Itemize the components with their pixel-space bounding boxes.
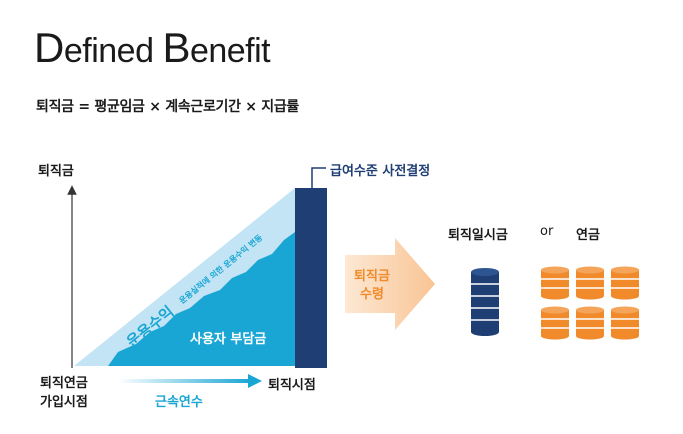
- or-label: or: [540, 224, 554, 239]
- x-arrow-head: [248, 374, 262, 388]
- benefit-bar: [295, 188, 327, 368]
- x-end-label: 퇴직시점: [268, 378, 316, 393]
- x-start-label-line1: 퇴직연금: [40, 376, 88, 391]
- pension-label: 연금: [576, 228, 600, 243]
- payout-arrow-line1: 퇴직금: [354, 268, 390, 284]
- payout-arrow-line2: 수령: [360, 287, 384, 302]
- lump-sum-coin-stack-icon: [471, 268, 499, 336]
- page-title: Defined Benefit: [34, 24, 271, 71]
- pension-coin-stacks-icon: [541, 266, 639, 340]
- x-arrow-shaft: [118, 379, 250, 383]
- x-arrow-label: 근속연수: [155, 395, 203, 410]
- employer-contribution-area: [108, 232, 295, 366]
- top-label: 급여수준 사전결정: [330, 164, 431, 179]
- employer-label: 사용자 부담금: [190, 331, 266, 347]
- formula-text: 퇴직금 = 평균임금 × 계속근로기간 × 지급률: [36, 99, 300, 115]
- lump-sum-label: 퇴직일시금: [448, 228, 508, 243]
- top-bracket: [311, 167, 326, 188]
- y-axis-label: 퇴직금: [38, 164, 74, 179]
- x-start-label-line2: 가입시점: [40, 395, 88, 410]
- payout-arrow: [345, 238, 435, 330]
